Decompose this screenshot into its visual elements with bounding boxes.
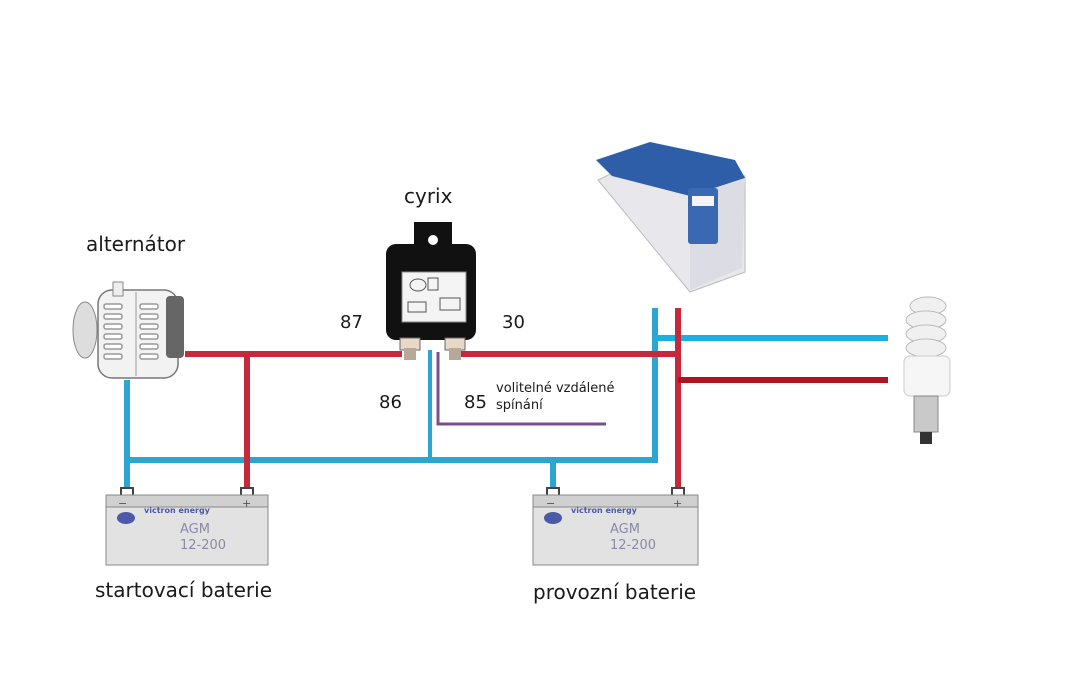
- service-battery-icon: [532, 487, 699, 566]
- positive-wires: [185, 308, 888, 492]
- service-battery-minus: −: [546, 497, 556, 510]
- service-battery-label: provozní baterie: [533, 580, 697, 604]
- starter-battery-brand: victron energy: [144, 506, 210, 515]
- remote-switch-line1: volitelné vzdálené: [496, 381, 615, 396]
- terminal-85-label: 85: [464, 392, 487, 413]
- remote-switch-wire: [436, 352, 606, 426]
- negative-wires: [124, 308, 888, 492]
- terminal-30-label: 30: [502, 312, 525, 333]
- starter-battery-model: 12-200: [180, 538, 227, 553]
- terminal-86-label: 86: [379, 392, 402, 413]
- starter-battery-minus: −: [118, 497, 128, 510]
- victron-logo-icon: [117, 512, 562, 524]
- service-battery-plus: +: [673, 497, 683, 510]
- remote-switch-line2: spínání: [496, 398, 543, 413]
- service-battery-model: 12-200: [610, 538, 657, 553]
- service-battery-brand: victron energy: [571, 506, 637, 515]
- bulb-icon: [903, 296, 951, 444]
- cyrix-relay-icon: [386, 222, 476, 360]
- alternator-icon: [72, 281, 184, 379]
- terminal-87-label: 87: [340, 312, 363, 333]
- service-battery-type: AGM: [610, 522, 640, 537]
- starter-battery-label: startovací baterie: [95, 578, 273, 602]
- alternator-label: alternátor: [86, 232, 186, 256]
- fridge-icon: [596, 142, 746, 293]
- starter-battery-type: AGM: [180, 522, 210, 537]
- remote-switch-label: volitelné vzdálené spínání: [496, 380, 615, 414]
- cyrix-label: cyrix: [404, 184, 453, 208]
- starter-battery-plus: +: [242, 497, 252, 510]
- starter-battery-icon: [105, 487, 269, 566]
